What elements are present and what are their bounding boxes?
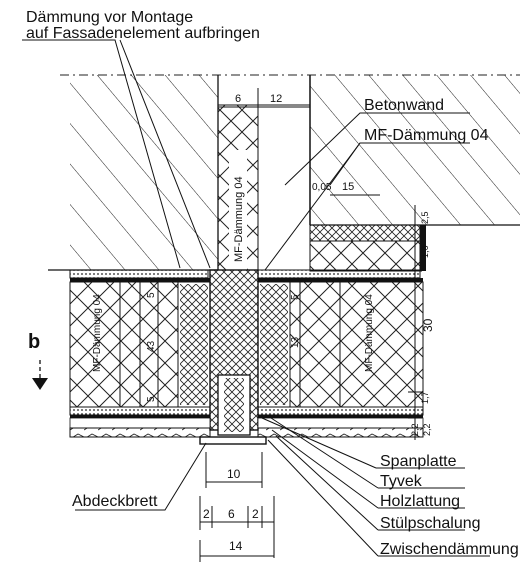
dimension-values: 6 12 0,05 15 2,5 1,6 30 1,7 2,2 2,2 5 5 …	[146, 93, 435, 553]
dim-2-right: 2	[252, 507, 259, 521]
annotation-holzlattung: Holzlattung	[380, 493, 460, 510]
facade-element	[69, 269, 424, 445]
section-marker-label: b	[28, 331, 40, 353]
annotation-stuelpschalung: Stülpschalung	[380, 515, 481, 532]
dim-005: 0,05	[312, 182, 332, 193]
dim-15: 15	[342, 181, 354, 193]
left-insulation-label: MF-Dämmung 04	[92, 294, 103, 372]
dim-6-top: 6	[235, 93, 241, 105]
dim-5-right: 5	[290, 294, 301, 300]
annotation-abdeckbrett: Abdeckbrett	[72, 493, 158, 510]
annotation-zwischendaemmung: Zwischendämmung	[380, 541, 519, 558]
dim-2-2-b: 2,2	[422, 423, 432, 436]
annotation-top-line2: auf Fassadenelement aufbringen	[26, 25, 260, 42]
center-insulation	[217, 104, 310, 271]
annotation-spanplatte: Spanplatte	[380, 453, 457, 470]
dim-6-mid: 6	[228, 507, 235, 521]
annotation-mf-daemmung: MF-Dämmung 04	[364, 127, 489, 144]
leader-lines	[22, 39, 490, 557]
rotated-insulation-labels: MF-Dämmung 04 MF-Dämmung 04 MF-Dämmung 0…	[92, 176, 375, 372]
concrete-wall	[48, 74, 520, 271]
annotation-text: Dämmung vor Montage auf Fassadenelement …	[26, 9, 519, 558]
dim-5-left-b: 5	[146, 396, 157, 402]
section-marker	[32, 360, 48, 390]
dim-12-top: 12	[270, 93, 282, 105]
right-top-cladding	[309, 224, 426, 272]
dim-13-right: 13	[290, 336, 301, 348]
center-insulation-label: MF-Dämmung 04	[233, 176, 245, 262]
dim-30: 30	[421, 318, 435, 332]
dim-10: 10	[227, 467, 241, 481]
dim-1-7: 1,7	[420, 391, 430, 404]
dimension-lines	[119, 88, 422, 562]
dim-14: 14	[229, 539, 243, 553]
right-insulation-label: MF-Dämmung 04	[364, 294, 375, 372]
dim-1-6: 1,6	[420, 245, 430, 258]
dim-43: 43	[146, 340, 157, 352]
dim-2-left: 2	[203, 507, 210, 521]
annotation-tyvek: Tyvek	[380, 473, 423, 490]
annotation-top-line1: Dämmung vor Montage	[26, 9, 193, 26]
annotation-betonwand: Betonwand	[364, 97, 444, 114]
dim-5-left-a: 5	[146, 292, 157, 298]
dim-2-5: 2,5	[420, 211, 430, 224]
dim-2-2-a: 2,2	[410, 423, 420, 436]
